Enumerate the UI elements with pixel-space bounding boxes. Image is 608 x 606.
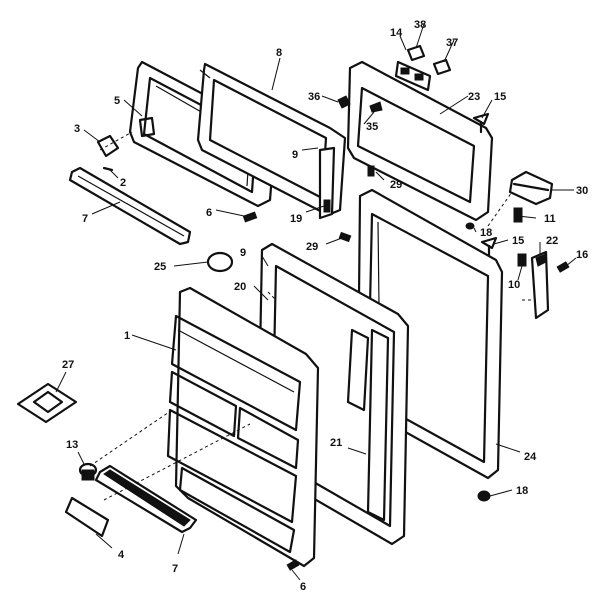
callout-20: 20 bbox=[234, 281, 246, 293]
callout-5: 5 bbox=[114, 95, 120, 107]
callout-24: 24 bbox=[524, 451, 537, 463]
callout-7-top: 7 bbox=[82, 213, 88, 225]
callout-10: 10 bbox=[508, 279, 520, 291]
screw-6-top bbox=[242, 211, 258, 223]
screw-6-bottom bbox=[286, 559, 300, 571]
callout-36: 36 bbox=[308, 91, 320, 103]
callout-22: 22 bbox=[546, 235, 558, 247]
callout-18-bottom: 18 bbox=[516, 485, 528, 497]
callout-25: 25 bbox=[154, 261, 166, 273]
callout-16: 16 bbox=[576, 249, 588, 261]
nameplate-37 bbox=[432, 58, 452, 76]
washer-18-bottom bbox=[477, 490, 491, 502]
handle-22 bbox=[530, 250, 550, 320]
fresh-food-door-liner bbox=[166, 286, 320, 568]
callout-23: 23 bbox=[468, 91, 480, 103]
screw-19 bbox=[323, 199, 331, 213]
leader-lines bbox=[55, 23, 577, 581]
callout-7-bottom: 7 bbox=[172, 563, 178, 575]
cap-10 bbox=[517, 253, 527, 267]
screw-2 bbox=[102, 166, 114, 172]
hinge-pin-13 bbox=[78, 462, 98, 481]
callout-8: 8 bbox=[276, 47, 282, 59]
freezer-handle-trim bbox=[68, 166, 192, 246]
callout-4: 4 bbox=[118, 549, 125, 561]
plug-29-top bbox=[367, 165, 375, 177]
callout-14: 14 bbox=[390, 27, 403, 39]
handle-cover-4 bbox=[64, 496, 110, 538]
callout-9-bottom: 9 bbox=[240, 247, 246, 259]
callout-15-top: 15 bbox=[494, 91, 506, 103]
callout-35: 35 bbox=[366, 121, 378, 133]
washer-18-top bbox=[465, 222, 475, 230]
assembly-lines bbox=[89, 131, 536, 501]
callout-29-top: 29 bbox=[390, 179, 402, 191]
callout-19: 19 bbox=[290, 213, 302, 225]
bushing-11 bbox=[513, 207, 523, 223]
shelf-retainer-27 bbox=[16, 382, 78, 424]
callout-6-top: 6 bbox=[206, 207, 212, 219]
hinge-30 bbox=[508, 170, 554, 206]
plug-29-bottom bbox=[338, 231, 352, 243]
callout-9-top: 9 bbox=[292, 149, 298, 161]
callout-15-bottom: 15 bbox=[512, 235, 524, 247]
plug-25 bbox=[206, 251, 234, 273]
callout-29-bottom: 29 bbox=[306, 241, 318, 253]
hinge-screw-15-top bbox=[472, 112, 490, 134]
callout-11: 11 bbox=[544, 213, 556, 225]
callout-38: 38 bbox=[414, 19, 426, 31]
callout-6-bottom: 6 bbox=[300, 581, 306, 593]
freezer-door-gasket bbox=[196, 62, 347, 220]
callout-30: 30 bbox=[576, 185, 588, 197]
hinge-screw-15-bottom bbox=[480, 236, 498, 258]
fresh-food-trim-strip bbox=[94, 464, 198, 534]
callout-3: 3 bbox=[74, 123, 80, 135]
callout-21: 21 bbox=[330, 437, 342, 449]
callout-37: 37 bbox=[446, 37, 458, 49]
callout-labels: 1 2 3 4 5 6 6 7 7 8 9 9 10 11 13 14 15 1… bbox=[62, 19, 588, 593]
screw-16 bbox=[556, 261, 570, 273]
nameplate-38 bbox=[406, 44, 426, 62]
callout-27: 27 bbox=[62, 359, 74, 371]
freezer-door-outer-panel bbox=[346, 60, 494, 222]
callout-2: 2 bbox=[120, 177, 126, 189]
callout-1: 1 bbox=[124, 330, 130, 342]
callout-18-top: 18 bbox=[480, 227, 492, 239]
stop-36 bbox=[337, 95, 351, 109]
callout-13: 13 bbox=[66, 439, 78, 451]
screw-35 bbox=[369, 101, 383, 113]
